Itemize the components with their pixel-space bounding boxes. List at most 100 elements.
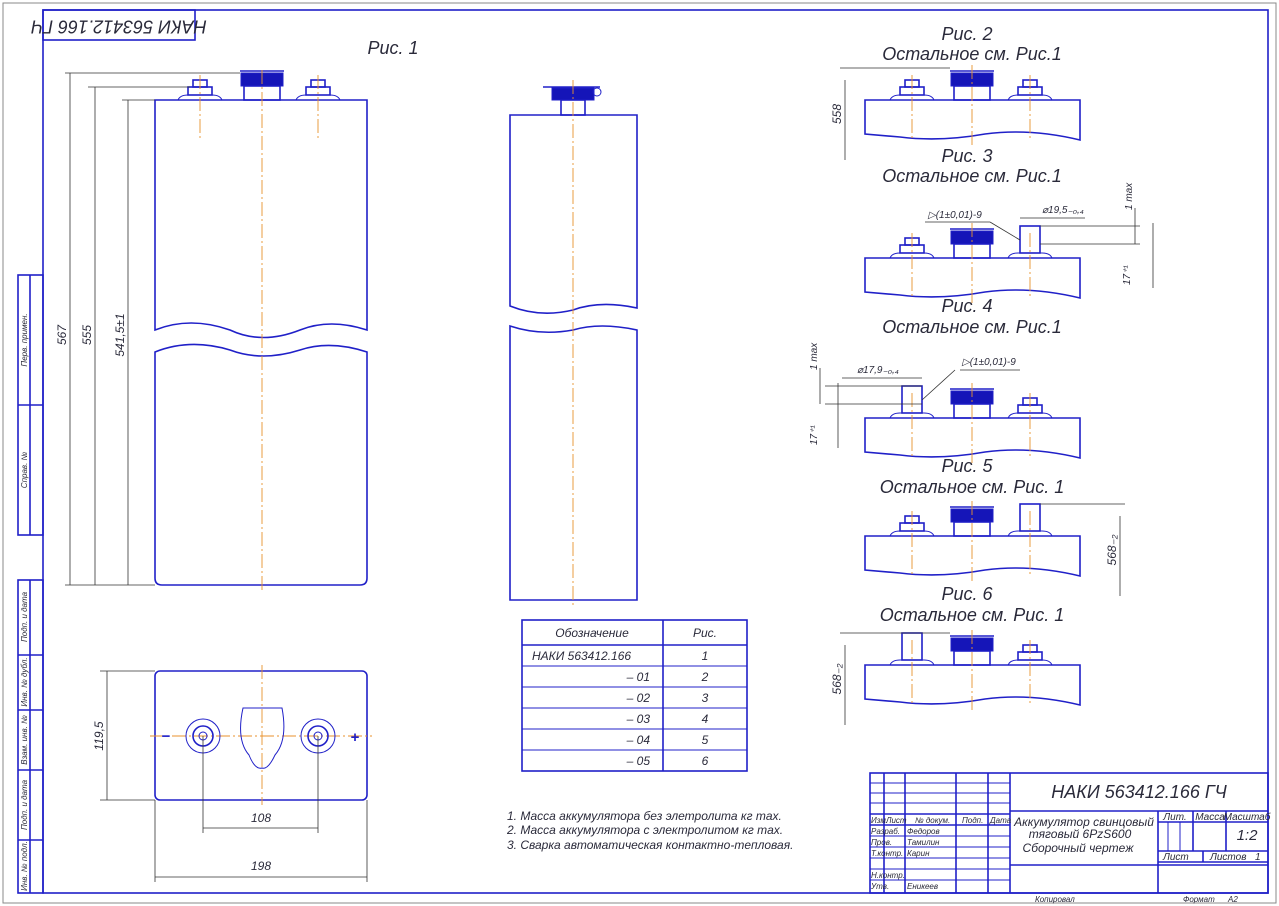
strip-label: Подп. и дата [20, 779, 29, 830]
figure-cell: 4 [702, 712, 709, 726]
role-name: Тамилин [907, 838, 940, 847]
fig-subtitle: Остальное см. Рис.1 [882, 317, 1062, 337]
copied-label: Копировал [1035, 895, 1075, 904]
role-label: Т.контр. [871, 849, 903, 858]
note: 2. Масса аккумулятора с электролитом кг … [506, 823, 783, 837]
title-block: НАКИ 563412.166 ГЧ Аккумулятор свинцовый… [869, 772, 1271, 904]
top-view: − + 119,5 108 198 [92, 665, 372, 882]
table-row: – 05 6 [626, 754, 709, 768]
figure-cell: 1 [702, 649, 709, 663]
role-label: Н.контр. [871, 871, 905, 880]
dim-width: 198 [251, 859, 271, 873]
strip-label: Подп. и дата [20, 591, 29, 642]
weld-leader [989, 221, 1021, 241]
strip-label: Инв. № подл. [20, 841, 29, 891]
left-strip: Перв. примен. Справ. № Подп. и дата Инв.… [17, 274, 44, 894]
max-label: 1 max [809, 342, 820, 370]
fig-subtitle: Остальное см. Рис.1 [882, 44, 1062, 64]
fig-subtitle: Остальное см. Рис.1 [882, 166, 1062, 186]
sheet-label: Лист [1162, 852, 1189, 863]
sheets-label: Листов [1209, 852, 1246, 863]
fig1-front-view: Рис. 1 567 555 541,5±1 [55, 38, 419, 590]
col-header: Дата [989, 816, 1012, 825]
terminal-stud-tall [1019, 225, 1041, 254]
dim-total-height: 567 [55, 324, 69, 345]
role-name: Еникеев [907, 882, 938, 891]
format-value: A2 [1227, 895, 1238, 904]
weld-symbol: ▷(1±0,01)-9 [927, 210, 982, 221]
dim-terminal-spacing: 108 [251, 811, 271, 825]
drawing-name: Аккумулятор свинцовый [1013, 815, 1154, 829]
designation-cell: – 04 [626, 733, 651, 747]
lit-label: Лит. [1162, 812, 1186, 823]
figure-cell: 5 [702, 733, 709, 747]
note: 3. Сварка автоматическая контактно-тепло… [507, 838, 793, 852]
battery-fragment [864, 664, 1081, 707]
battery-fragment [864, 417, 1081, 460]
figure-cell: 3 [702, 691, 709, 705]
vent-plug-outline [240, 707, 285, 769]
positive-sign: + [351, 729, 360, 746]
format-label: Формат [1183, 895, 1215, 904]
notes: 1. Масса аккумулятора без элетролита кг … [506, 809, 793, 852]
fig-title: Рис. 6 [941, 584, 993, 604]
fig-title: Рис. 4 [941, 296, 992, 316]
dim-label: 568₋₂ [830, 663, 844, 694]
role-name: Карин [907, 849, 930, 858]
battery-fragment [864, 99, 1081, 142]
weld-symbol: ▷(1±0,01)-9 [961, 357, 1016, 368]
table-header: Обозначение [555, 626, 629, 640]
dim-terminal-height: 555 [80, 325, 94, 345]
role-label: Утв. [870, 882, 889, 891]
drawing-name: тяговый 6PzS600 [1029, 827, 1132, 841]
designation-cell: – 05 [626, 754, 651, 768]
sheets-value: 1 [1255, 852, 1261, 863]
col-header: Подп. [962, 816, 983, 825]
height-label: 17⁺¹ [809, 425, 820, 445]
fig-title: Рис. 3 [941, 146, 992, 166]
table-row: – 04 5 [626, 733, 709, 747]
diameter-label: ⌀19,5₋₀,₄ [1042, 205, 1084, 216]
inverted-stamp-text: НАКИ 563412.166 ГЧ [30, 16, 206, 36]
battery-fragment [864, 535, 1081, 578]
mass-label: Масса [1195, 812, 1225, 823]
dim-label: 558 [830, 104, 844, 124]
role-label: Пров. [871, 838, 892, 847]
designation-cell: – 02 [626, 691, 651, 705]
strip-label: Взам. инв. № [20, 715, 29, 765]
terminal-stud-tall [1019, 503, 1041, 532]
fig1-title: Рис. 1 [367, 38, 418, 58]
battery-fragment [864, 257, 1081, 300]
dim-label: 568₋₂ [1105, 534, 1119, 565]
figure-cell: 6 [702, 754, 709, 768]
designation-cell: – 01 [626, 670, 650, 684]
strip-label: Инв. № дубл. [20, 657, 29, 706]
dim-body-height: 541,5±1 [113, 313, 127, 356]
table-row: – 03 4 [626, 712, 709, 726]
height-label: 17⁺¹ [1122, 265, 1133, 285]
strip-label: Справ. № [20, 451, 29, 488]
fig-subtitle: Остальное см. Рис. 1 [880, 605, 1065, 625]
note: 1. Масса аккумулятора без элетролита кг … [507, 809, 782, 823]
designation-cell: – 03 [626, 712, 651, 726]
negative-sign: − [162, 728, 171, 745]
diameter-label: ⌀17,9₋₀,₄ [857, 365, 899, 376]
side-view [509, 80, 638, 605]
inverted-stamp: НАКИ 563412.166 ГЧ [30, 9, 207, 41]
scale-value: 1:2 [1237, 827, 1259, 844]
drawing-name: Сборочный чертеж [1023, 841, 1135, 855]
weld-leader [921, 369, 956, 401]
dim-depth: 119,5 [92, 721, 106, 750]
fig-title: Рис. 2 [941, 24, 992, 44]
fig-subtitle: Остальное см. Рис. 1 [880, 477, 1065, 497]
